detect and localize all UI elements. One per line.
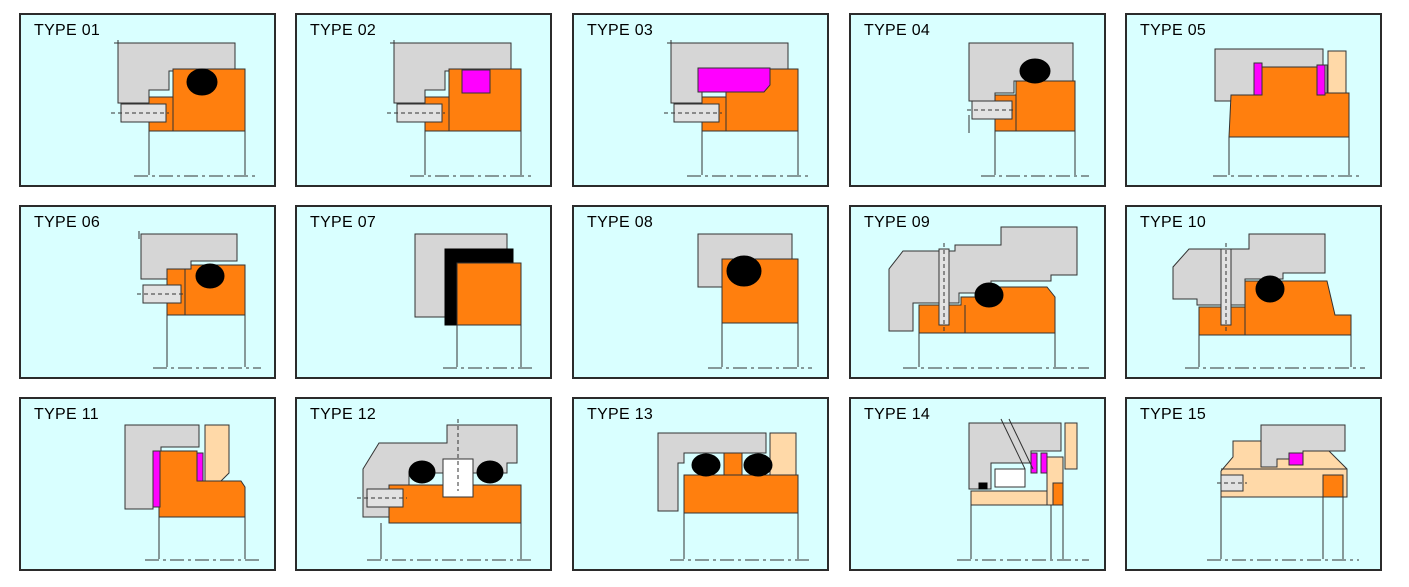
type-06-card[interactable]: TYPE 06	[19, 205, 276, 379]
type-01-drawing	[111, 40, 259, 177]
type-07-label: TYPE 07	[310, 214, 377, 231]
type-02-label: TYPE 02	[310, 22, 377, 39]
type-08-label: TYPE 08	[587, 214, 654, 231]
type-10-label: TYPE 10	[1140, 214, 1207, 231]
type-14-label: TYPE 14	[864, 406, 931, 423]
type-15-drawing	[1207, 424, 1359, 561]
type-02-drawing	[387, 40, 535, 177]
type-12-drawing	[357, 419, 535, 561]
type-01-label: TYPE 01	[34, 22, 101, 39]
type-05-label: TYPE 05	[1140, 22, 1207, 39]
type-10-card[interactable]: TYPE 10	[1125, 205, 1382, 379]
type-15-label: TYPE 15	[1140, 406, 1207, 423]
type-11-card[interactable]: TYPE 11	[19, 397, 276, 571]
type-06-label: TYPE 06	[34, 214, 101, 231]
type-10-drawing	[1172, 233, 1365, 369]
type-01-card[interactable]: TYPE 01	[19, 13, 276, 187]
type-04-card[interactable]: TYPE 04	[849, 13, 1106, 187]
type-04-drawing	[967, 42, 1089, 177]
type-14-drawing	[957, 418, 1089, 561]
type-08-card[interactable]: TYPE 08	[572, 205, 829, 379]
type-09-drawing	[888, 226, 1089, 369]
type-05-card[interactable]: TYPE 05	[1125, 13, 1382, 187]
type-11-label: TYPE 11	[34, 406, 99, 423]
type-03-drawing	[664, 40, 812, 177]
type-03-label: TYPE 03	[587, 22, 654, 39]
type-13-card[interactable]: TYPE 13	[572, 397, 829, 571]
type-07-card[interactable]: TYPE 07	[295, 205, 552, 379]
type-09-label: TYPE 09	[864, 214, 931, 231]
type-06-drawing	[137, 231, 261, 369]
type-05-drawing	[1213, 48, 1363, 177]
type-13-drawing	[657, 432, 812, 561]
type-02-card[interactable]: TYPE 02	[295, 13, 552, 187]
type-07-drawing	[414, 233, 535, 369]
type-12-label: TYPE 12	[310, 406, 377, 423]
type-08-drawing	[697, 233, 812, 369]
type-12-card[interactable]: TYPE 12	[295, 397, 552, 571]
type-09-card[interactable]: TYPE 09	[849, 205, 1106, 379]
type-04-label: TYPE 04	[864, 22, 931, 39]
type-03-card[interactable]: TYPE 03	[572, 13, 829, 187]
type-14-card[interactable]: TYPE 14	[849, 397, 1106, 571]
type-15-card[interactable]: TYPE 15	[1125, 397, 1382, 571]
type-11-drawing	[124, 424, 259, 561]
type-13-label: TYPE 13	[587, 406, 654, 423]
